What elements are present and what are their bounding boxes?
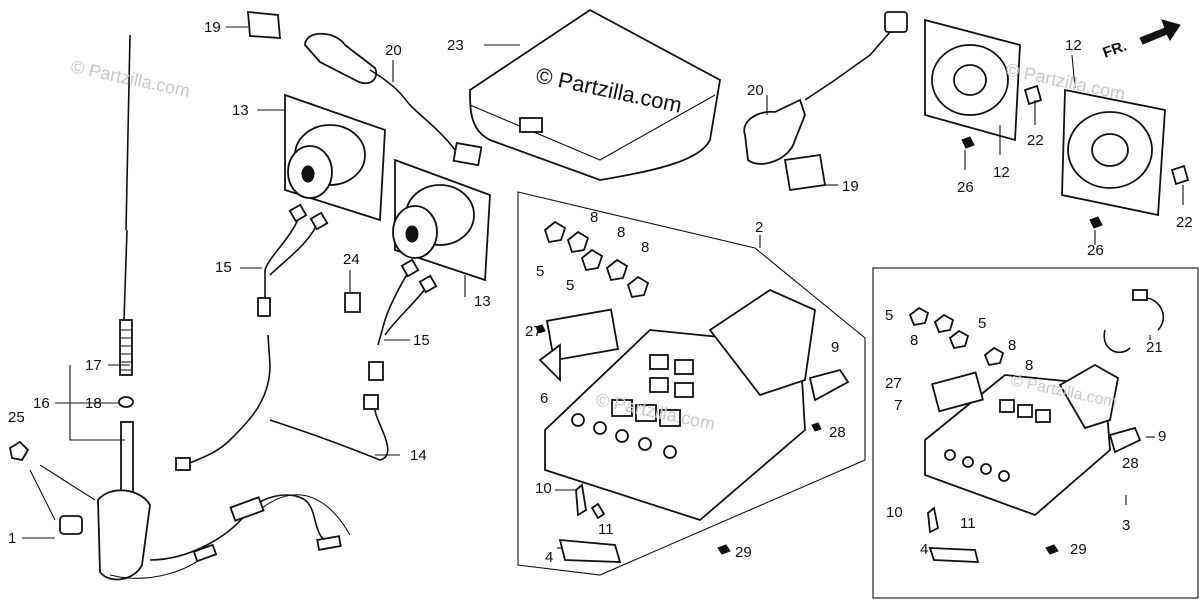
callout-29: 29	[735, 544, 752, 561]
speaker-right-b	[1061, 88, 1166, 217]
callout-18: 18	[85, 395, 102, 412]
callout-17: 17	[85, 357, 102, 374]
connector-set-center	[743, 11, 908, 192]
callout-9: 9	[1158, 428, 1166, 445]
callout-8: 8	[617, 224, 625, 241]
callout-24: 24	[343, 251, 360, 268]
callout-27: 27	[885, 375, 902, 392]
radio-unit-secondary	[872, 267, 1199, 599]
callout-9: 9	[831, 339, 839, 356]
front-direction-label: FR.	[1101, 38, 1130, 62]
callout-3: 3	[1122, 517, 1130, 534]
callout-6: 6	[540, 390, 548, 407]
callout-15: 15	[215, 259, 232, 276]
callout-23: 23	[447, 37, 464, 54]
callout-20: 20	[385, 42, 402, 59]
radio-lid	[469, 8, 721, 181]
callout-5: 5	[536, 263, 544, 280]
callout-26: 26	[1087, 242, 1104, 259]
callout-numbers: 19 20 13 23 15 24 13 15 14 17 16 18 25 1…	[8, 19, 1193, 566]
callout-12: 12	[993, 164, 1010, 181]
speaker-screws	[961, 84, 1190, 229]
leader-lines	[22, 26, 1184, 549]
callout-25: 25	[8, 409, 25, 426]
callout-2: 2	[755, 219, 763, 236]
callout-4: 4	[545, 549, 553, 566]
antenna-assembly	[8, 34, 351, 581]
callout-20: 20	[747, 82, 764, 99]
speaker-left-a	[284, 93, 386, 222]
callout-10: 10	[886, 504, 903, 521]
callout-1: 1	[8, 530, 16, 547]
callout-19: 19	[842, 178, 859, 195]
callout-13: 13	[474, 293, 491, 310]
callout-26: 26	[957, 179, 974, 196]
front-arrow-icon	[1139, 19, 1181, 45]
speaker-wire-harness	[175, 203, 438, 471]
callout-22: 22	[1176, 214, 1193, 231]
callout-28: 28	[829, 424, 846, 441]
callout-10: 10	[535, 480, 552, 497]
callout-19: 19	[204, 19, 221, 36]
callout-27: 27	[525, 323, 542, 340]
callout-28: 28	[1122, 455, 1139, 472]
callout-11: 11	[960, 515, 976, 532]
callout-8: 8	[641, 239, 649, 256]
connector-set-left	[247, 10, 483, 167]
callout-8: 8	[1025, 357, 1033, 374]
callout-14: 14	[410, 447, 427, 464]
callout-8: 8	[590, 209, 598, 226]
callout-22: 22	[1027, 132, 1044, 149]
callout-7: 7	[894, 397, 902, 414]
callout-4: 4	[920, 541, 928, 558]
callout-12: 12	[1065, 37, 1082, 54]
speaker-left-b	[392, 158, 491, 282]
speaker-right-a	[924, 18, 1021, 142]
callout-16: 16	[33, 395, 50, 412]
callout-13: 13	[232, 102, 249, 119]
radio-unit-main	[517, 191, 866, 576]
callout-15: 15	[413, 332, 430, 349]
callout-21: 21	[1146, 339, 1163, 356]
callout-5: 5	[566, 277, 574, 294]
callout-8: 8	[910, 332, 918, 349]
callout-29: 29	[1070, 541, 1087, 558]
callout-5: 5	[885, 307, 893, 324]
callout-11: 11	[598, 521, 614, 538]
callout-8: 8	[1008, 337, 1016, 354]
callout-5: 5	[978, 315, 986, 332]
watermark-faint-1: © Partzilla.com	[69, 56, 192, 101]
